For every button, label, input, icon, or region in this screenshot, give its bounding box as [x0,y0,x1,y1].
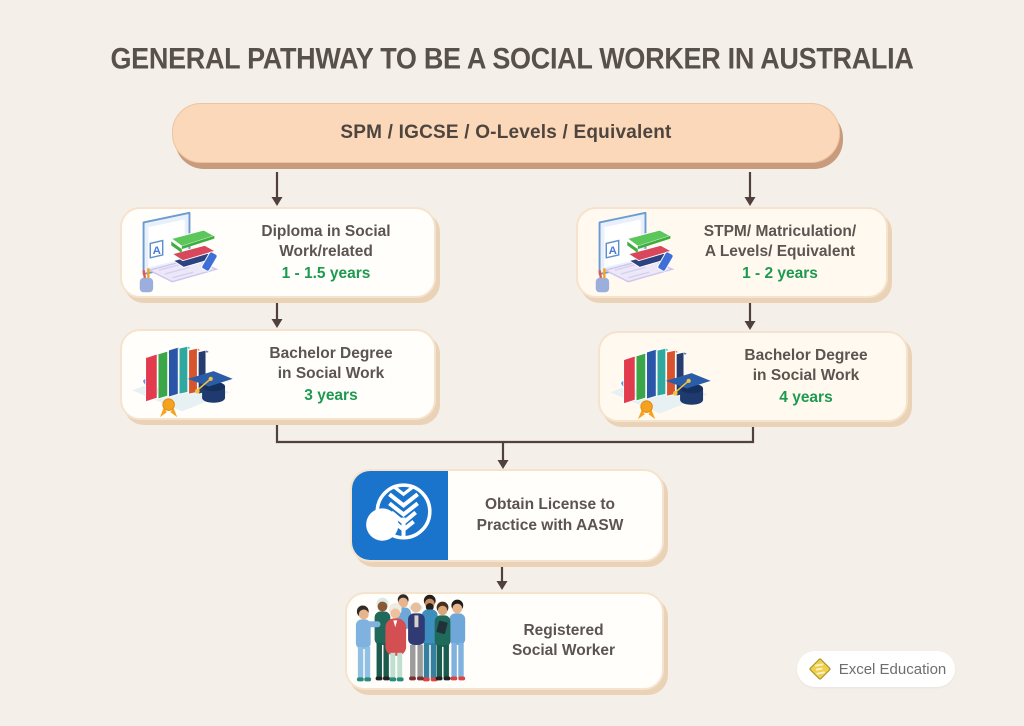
registered-text: Registered Social Worker [475,621,662,662]
diploma-label: Diploma in Social Work/related [261,222,391,260]
bachelor-right-label: Bachelor Degree in Social Work [744,346,868,384]
desk-study-icon: A [584,209,684,297]
stpm-text: STPM/ Matriculation/ A Levels/ Equivalen… [684,222,886,284]
bachelor-left-label: Bachelor Degree in Social Work [269,344,393,382]
brand-label: Excel Education [838,660,947,678]
node-stpm: A STPM/ Matriculation/ A Levels/ Equival… [576,207,888,298]
page-title: GENERAL PATHWAY TO BE A SOCIAL WORKER IN… [110,42,914,76]
start-label: SPM / IGCSE / O-Levels / Equivalent [340,122,672,143]
books-gradcap-icon [126,331,238,419]
excel-education-diamond-logo [806,655,834,683]
aasw-logo [352,471,448,560]
bachelor-right-duration: 4 years [779,389,833,407]
desk-study-icon: A [128,209,228,297]
bachelor-left-text: Bachelor Degree in Social Work 3 years [238,344,434,406]
registered-label: Registered Social Worker [511,621,616,659]
diploma-text: Diploma in Social Work/related 1 - 1.5 y… [228,222,434,284]
node-start-qualification: SPM / IGCSE / O-Levels / Equivalent [172,103,840,163]
books-gradcap-icon [604,333,716,421]
license-label: Obtain License to Practice with AASW [476,496,624,534]
stpm-duration: 1 - 2 years [742,265,818,283]
bachelor-right-text: Bachelor Degree in Social Work 4 years [716,346,906,408]
excel-education-badge: Excel Education [797,651,955,687]
diploma-duration: 1 - 1.5 years [281,265,371,283]
node-aasw-license: Obtain License to Practice with AASW [350,469,664,562]
node-diploma: A Diploma in Social Work/related 1 - 1.5… [120,207,436,298]
bachelor-left-duration: 3 years [304,387,358,405]
node-bachelor-3-years: Bachelor Degree in Social Work 3 years [120,329,436,420]
svg-text:A: A [609,244,617,256]
stpm-label: STPM/ Matriculation/ A Levels/ Equivalen… [703,222,857,260]
node-bachelor-4-years: Bachelor Degree in Social Work 4 years [598,331,908,422]
people-group-illustration [347,594,475,688]
svg-text:A: A [153,244,161,256]
license-text: Obtain License to Practice with AASW [448,495,662,536]
node-registered-social-worker: Registered Social Worker [345,592,664,690]
